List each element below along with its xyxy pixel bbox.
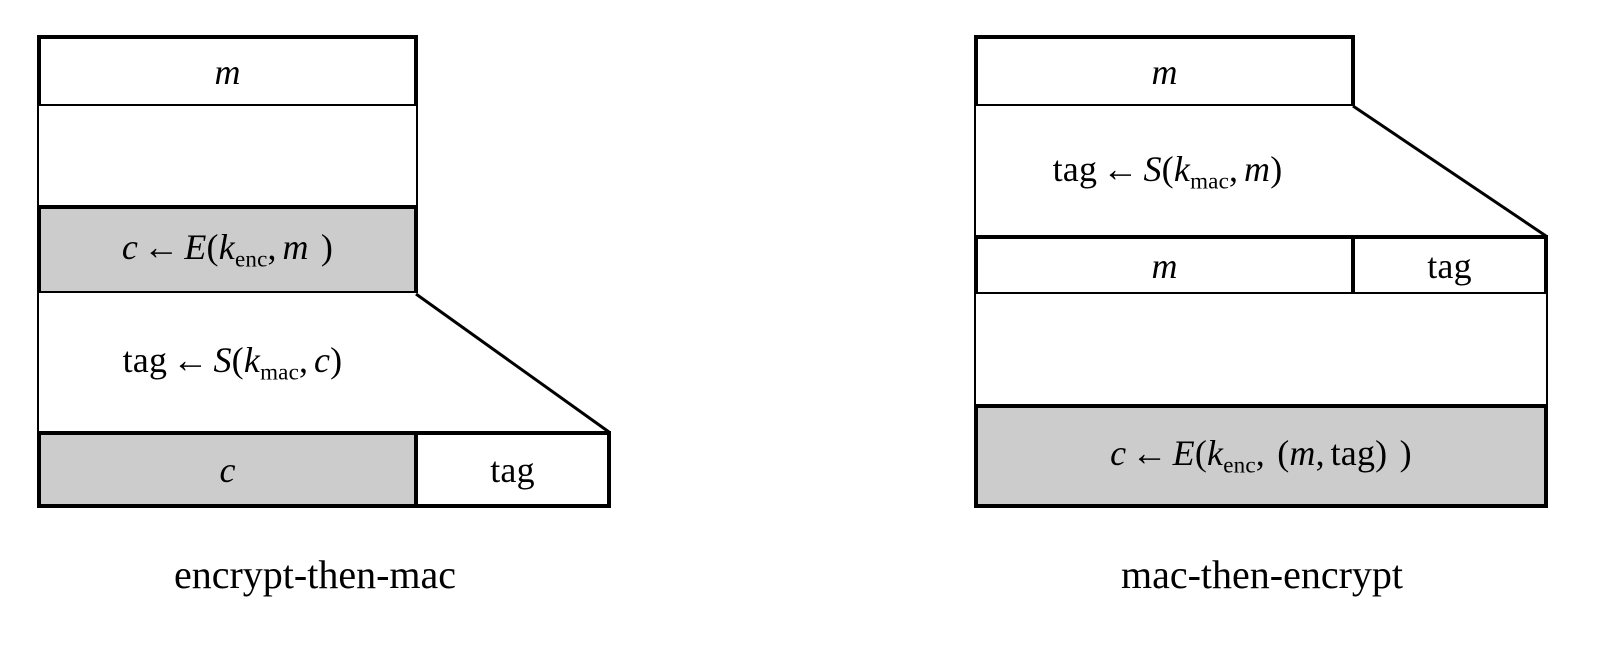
mte-symbol-kmac: k <box>1173 148 1191 189</box>
etm-symbol-E: E <box>184 227 207 268</box>
mte-tagged-message-cell: m <box>974 235 1355 296</box>
mte-tagged-m-label: m <box>1151 245 1178 286</box>
etm-symbol-m-arg: m <box>282 227 309 268</box>
mte-comma-2: , <box>1255 433 1265 474</box>
mte-inner-paren-close: ) <box>1375 433 1388 474</box>
etm-comma-1: , <box>267 227 277 268</box>
diagram-encrypt-then-mac: m c←E(kenc,m) tag←S(kmac,c) c tag encryp… <box>0 0 700 648</box>
mte-symbol-S: S <box>1143 148 1162 189</box>
mte-tagged-tag-cell: tag <box>1351 235 1548 296</box>
etm-output-ciphertext-cell: c <box>37 431 418 508</box>
mte-symbol-tag-inner: tag <box>1330 433 1376 474</box>
etm-symbol-tag-lhs: tag <box>122 340 168 381</box>
etm-ciphertext-formula: c←E(kenc,m) <box>122 229 333 270</box>
mte-plaintext-label: m <box>1151 51 1178 92</box>
etm-arrow-icon-2: ← <box>172 340 209 381</box>
etm-output-tag-cell: tag <box>414 431 611 508</box>
etm-symbol-kenc-sub: enc <box>234 245 268 272</box>
mte-encrypt-step-row <box>974 294 1548 406</box>
etm-symbol-S: S <box>213 340 232 381</box>
mte-symbol-E: E <box>1172 433 1195 474</box>
mte-paren-close: ) <box>1270 148 1283 189</box>
mte-caption: mac-then-encrypt <box>1120 552 1404 597</box>
mte-comma-1: , <box>1229 148 1239 189</box>
mte-mac-step-row: tag←S(kmac,m) <box>974 106 1355 237</box>
etm-paren-open: ( <box>206 227 219 268</box>
mte-symbol-kenc-sub: enc <box>1223 451 1256 478</box>
etm-paren-close: ) <box>320 227 334 268</box>
etm-output-tag-label: tag <box>490 449 535 490</box>
mte-symbol-m-inner: m <box>1289 433 1316 474</box>
mte-symbol-tag-lhs: tag <box>1052 148 1098 189</box>
mte-output-formula: c←E(kenc,(m,tag)) <box>1110 435 1412 476</box>
mte-symbol-m-arg: m <box>1243 148 1271 189</box>
etm-paren-open-2: ( <box>231 340 244 381</box>
etm-plaintext-label: m <box>214 51 241 92</box>
etm-comma-2: , <box>299 340 309 381</box>
mte-paren-open-2: ( <box>1194 433 1208 474</box>
mte-tagged-tag-label: tag <box>1427 245 1472 286</box>
mte-output-row: c←E(kenc,(m,tag)) <box>974 404 1548 508</box>
mte-mac-formula: tag←S(kmac,m) <box>1053 151 1283 192</box>
mte-symbol-kenc: k <box>1207 433 1224 474</box>
mte-paren-open: ( <box>1161 148 1174 189</box>
mte-symbol-kmac-sub: mac <box>1190 167 1230 194</box>
etm-symbol-c-arg: c <box>313 340 331 381</box>
etm-mac-formula: tag←S(kmac,c) <box>123 342 343 383</box>
etm-output-c-label: c <box>219 449 236 490</box>
etm-symbol-kmac: k <box>243 340 261 381</box>
mte-paren-close-2: ) <box>1399 433 1412 474</box>
mte-symbol-c: c <box>1110 433 1127 474</box>
etm-encrypt-step-row <box>37 106 418 207</box>
mte-arrow-icon-2: ← <box>1131 433 1168 474</box>
etm-symbol-kenc: k <box>218 227 235 268</box>
etm-plaintext-row: m <box>37 35 418 108</box>
mte-plaintext-row: m <box>974 35 1355 108</box>
diagram-mac-then-encrypt: m tag←S(kmac,m) m tag c←E(kenc,(m,tag)) … <box>700 0 1614 648</box>
etm-symbol-kmac-sub: mac <box>260 358 300 385</box>
etm-ciphertext-row: c←E(kenc,m) <box>37 205 418 295</box>
etm-symbol-c: c <box>121 227 139 268</box>
mte-comma-3: , <box>1315 433 1325 474</box>
etm-arrow-icon: ← <box>143 227 180 268</box>
mte-inner-paren-open: ( <box>1277 433 1290 474</box>
etm-mac-step-row: tag←S(kmac,c) <box>37 293 418 433</box>
mte-arrow-icon: ← <box>1102 148 1139 189</box>
etm-paren-close-2: ) <box>330 340 343 381</box>
etm-caption: encrypt-then-mac <box>173 552 457 597</box>
